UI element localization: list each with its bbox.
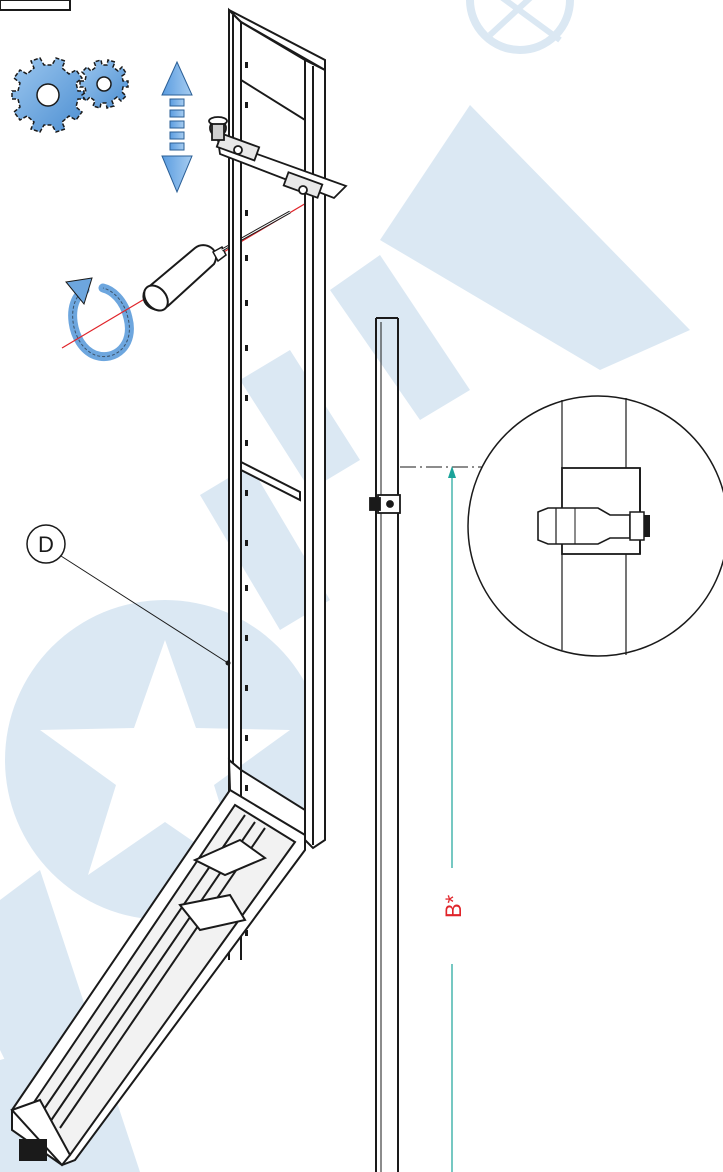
base-foot xyxy=(10,788,306,1167)
watermark-stroke-2 xyxy=(240,350,360,490)
watermark-logo-circle xyxy=(466,0,574,54)
screwdriver-icon xyxy=(142,210,291,312)
dimension-label: B* xyxy=(441,894,466,918)
gear-icon xyxy=(11,57,85,133)
upright-holes xyxy=(245,62,248,936)
vertical-frame xyxy=(227,7,326,850)
watermark-bar-2 xyxy=(330,255,470,420)
vertical-adjust-arrow-icon xyxy=(161,60,193,194)
corner-bar xyxy=(0,0,71,11)
watermark-bar-1 xyxy=(380,105,690,370)
top-bracket xyxy=(208,116,348,200)
callout-circle xyxy=(26,524,66,564)
watermark-star xyxy=(40,640,290,875)
callout-d: D xyxy=(26,524,231,666)
rail-clamp xyxy=(369,494,401,514)
rotate-arrow-icon xyxy=(65,277,134,361)
callout-leader-line xyxy=(60,555,229,664)
callout-label: D xyxy=(38,532,54,557)
detail-view xyxy=(467,395,723,657)
small-gear-icon xyxy=(79,59,129,109)
dimension-b: B* xyxy=(441,466,466,1172)
dimension-arrow xyxy=(448,466,456,478)
rail-profile xyxy=(375,317,399,1172)
watermark xyxy=(0,0,690,1172)
